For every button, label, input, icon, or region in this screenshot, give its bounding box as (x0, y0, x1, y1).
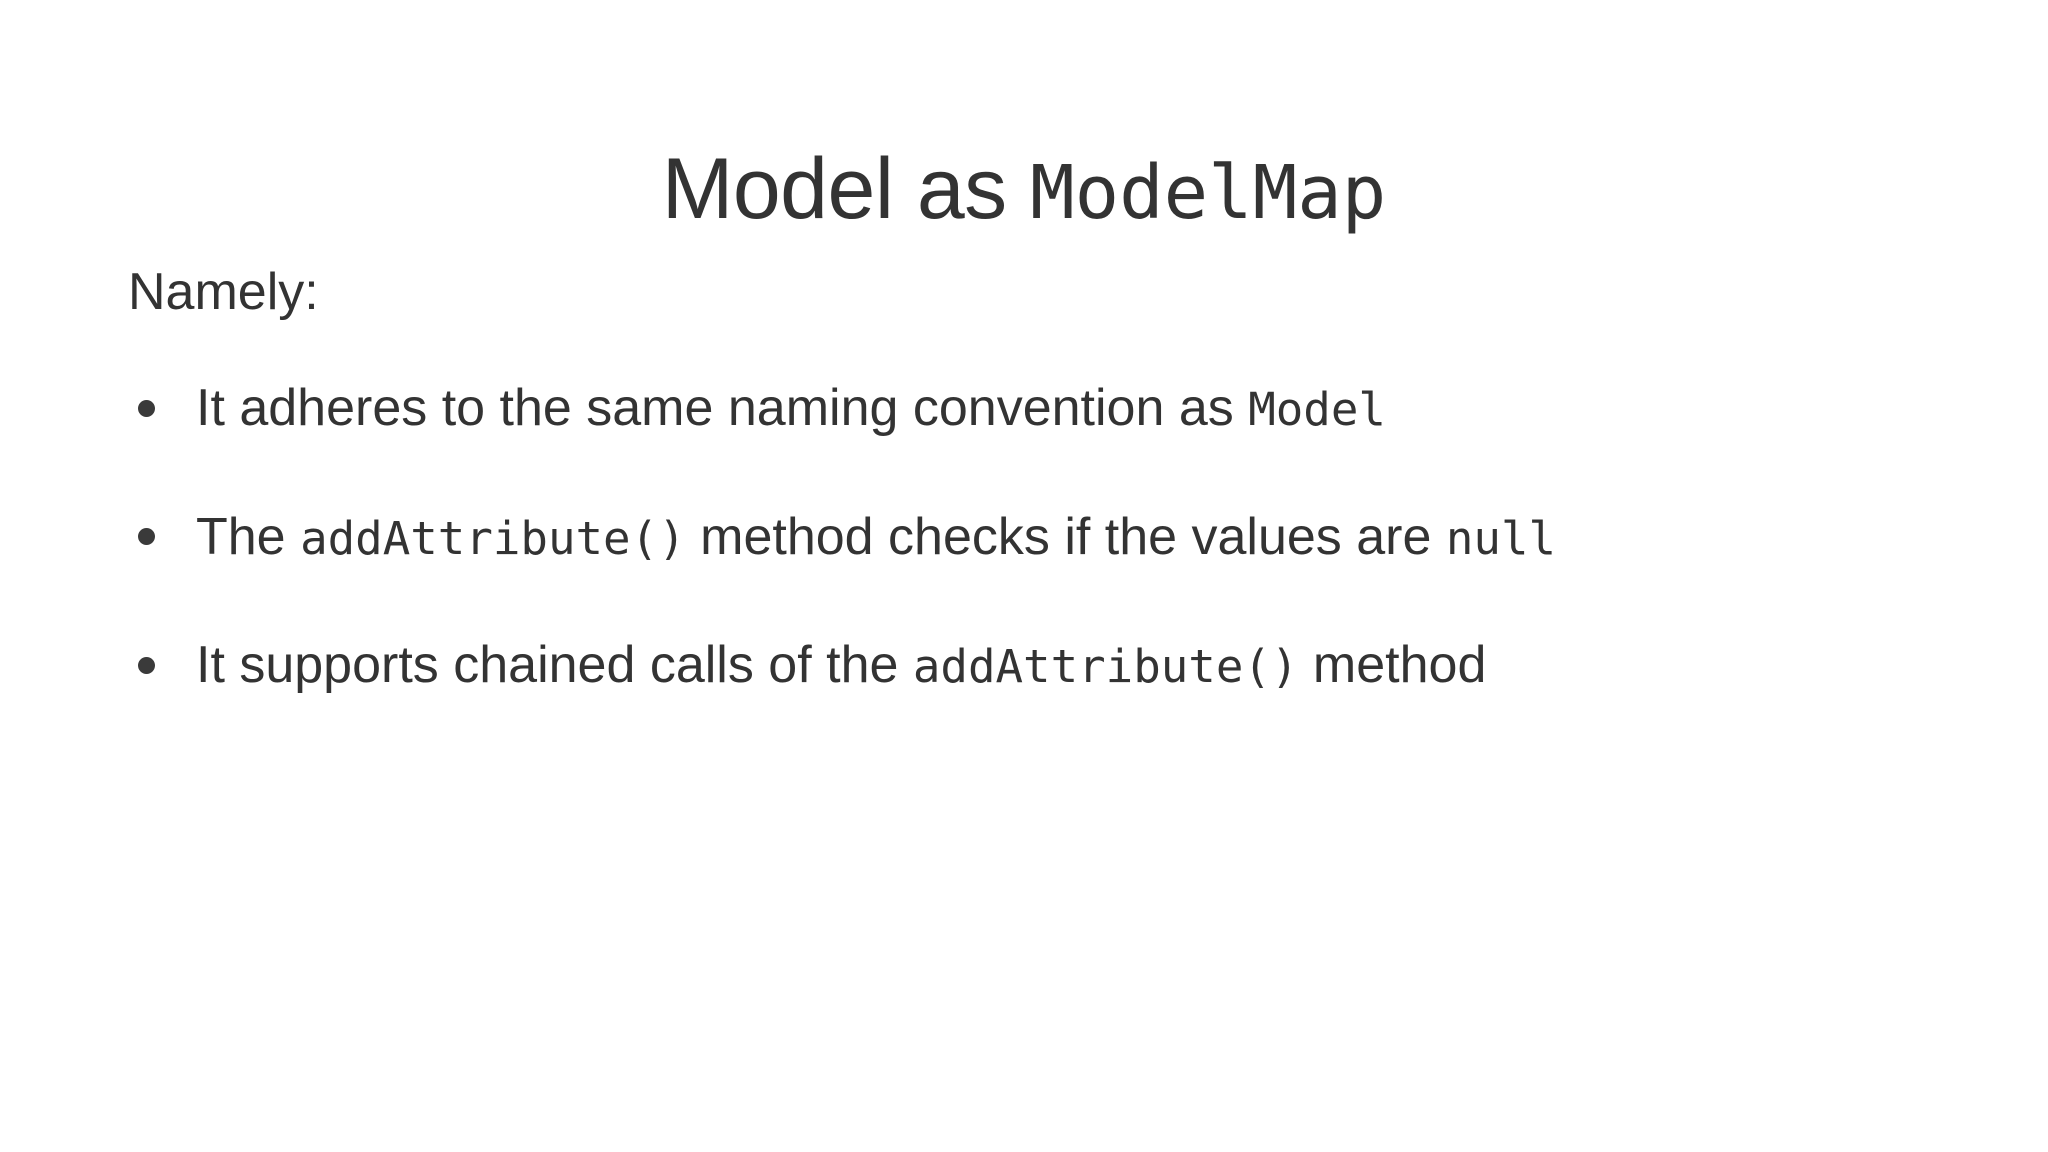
bullet-item-2: The addAttribute() method checks if the … (128, 506, 1928, 568)
bullet-text-3: It supports chained calls of the addAttr… (196, 636, 1486, 694)
slide-title-prose: Model as (661, 140, 1031, 237)
bullet-2-segment-prose-2: method checks if the values are (685, 507, 1446, 566)
bullet-list: It adheres to the same naming convention… (128, 377, 1928, 696)
bullet-3-segment-prose-2: method (1298, 636, 1487, 695)
bullet-3-segment-prose-1: It supports chained calls of the (196, 636, 913, 695)
lead-text: Namely: (128, 263, 319, 321)
bullet-1-segment-code-1: Model (1248, 383, 1386, 437)
bullet-2-segment-code-1: addAttribute() (300, 511, 686, 565)
bullet-point-icon (138, 506, 162, 568)
bullet-point-icon (138, 377, 162, 439)
bullet-item-3: It supports chained calls of the addAttr… (128, 634, 1928, 696)
bullet-point-icon (138, 634, 162, 696)
bullet-3-segment-code-1: addAttribute() (912, 640, 1299, 694)
bullet-2-segment-code-2: null (1445, 511, 1557, 565)
bullet-2-segment-prose-1: The (196, 507, 301, 566)
slide-title: Model as ModelMap (0, 140, 2048, 237)
bullet-text-1: It adheres to the same naming convention… (196, 379, 1386, 437)
bullet-1-segment-prose-1: It adheres to the same naming convention… (196, 379, 1249, 438)
slide-body: Namely: It adheres to the same naming co… (128, 262, 1928, 697)
bullet-text-2: The addAttribute() method checks if the … (196, 508, 1556, 566)
bullet-item-1: It adheres to the same naming convention… (128, 377, 1928, 439)
slide-title-code: ModelMap (1030, 149, 1387, 236)
